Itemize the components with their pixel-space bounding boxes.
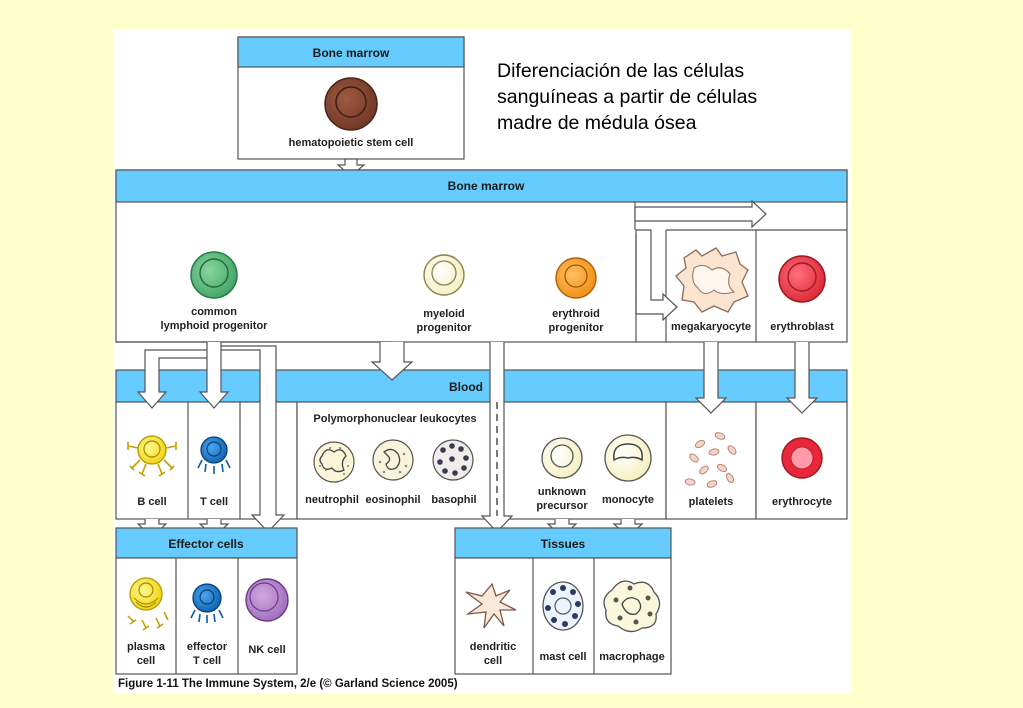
erythrocyte-label: erythrocyte [772,496,832,508]
arrow-to-erythrocyte [785,342,819,414]
arrow-to-erythroblast [634,199,767,229]
monocyte: monocyte [602,434,654,506]
stem-cell-label: hematopoietic stem cell [289,137,414,149]
unknown-label-1: unknown [538,486,587,498]
basophil: basophil [431,439,477,506]
eosinophil-label: eosinophil [366,494,421,506]
neutrophil: neutrophil [305,441,359,506]
effector-cells-header: Effector cells [168,537,244,551]
effector-t-cell-icon [192,583,222,613]
megakaryocyte: megakaryocyte [671,247,751,333]
platelets: platelets [684,432,737,508]
polymorphonuclear-label: Polymorphonuclear leukocytes [313,413,476,425]
bone-marrow-top-box: Bone marrow hematopoietic stem cell [237,36,465,160]
effector-cells-section: Effector cells [115,527,298,675]
lymphoid-progenitor: common lymphoid progenitor [161,251,269,332]
erythroblast-icon [778,255,826,303]
dendritic-label-2: cell [484,655,502,667]
dendritic-cell: dendritic cell [465,582,517,667]
monocyte-label: monocyte [602,494,654,506]
figure-panel: Bone marrow hematopoietic stem cell Bone… [113,30,852,693]
figure-caption: Figure 1-11 The Immune System, 2/e (© Ga… [118,678,458,690]
platelets-label: platelets [689,496,734,508]
nk-cell-icon [245,578,289,622]
megakaryocyte-label: megakaryocyte [671,321,751,333]
eosinophil: eosinophil [366,439,421,506]
myeloid-progenitor-icon [423,254,465,296]
neutrophil-label: neutrophil [305,494,359,506]
macrophage-label: macrophage [599,651,664,663]
unknown-precursor: unknown precursor [536,437,588,512]
erythroid-progenitor-icon [555,257,597,299]
bone-marrow-top-header: Bone marrow [313,46,390,60]
unknown-label-2: precursor [536,500,588,512]
plasma-label-1: plasma [127,641,166,653]
effector-t-label-2: T cell [193,655,221,667]
macrophage: macrophage [599,580,665,663]
nk-cell-label: NK cell [248,644,285,656]
nk-cell: NK cell [245,578,289,656]
t-cell-label: T cell [200,496,228,508]
basophil-label: basophil [431,494,476,506]
title-line-1: Diferenciación de las células [497,60,745,82]
tissues-header: Tissues [541,537,586,551]
lymphoid-progenitor-icon [190,251,238,299]
differentiation-diagram: Bone marrow hematopoietic stem cell Bone… [115,36,848,675]
dendritic-cell-icon [465,582,517,629]
t-cell-icon [200,436,228,464]
platelets-icon [684,432,737,488]
title-line-2: sanguíneas a partir de células [497,86,758,108]
b-cell: B cell [127,435,177,508]
myeloid-progenitor: myeloid progenitor [417,254,473,334]
stem-cell-icon [324,77,378,131]
effector-t-cell: effector T cell [187,583,228,667]
erythroblast-label: erythroblast [770,321,834,333]
arrow-to-megakaryocyte [635,229,678,322]
bone-marrow-header: Bone marrow [448,179,525,193]
arrow-lymphoid-to-tcell [198,342,230,409]
lymphoid-label-1: common [191,306,237,318]
blood-header: Blood [449,380,483,394]
myeloid-label-2: progenitor [417,322,473,334]
title-line-3: madre de médula ósea [497,112,697,134]
arrow-lymphoid-to-bcell [136,342,208,409]
lymphoid-label-2: lymphoid progenitor [161,320,269,332]
erythrocyte: erythrocyte [772,437,832,508]
mast-cell-label: mast cell [539,651,586,663]
eosinophil-icon [372,439,414,481]
t-cell: T cell [197,436,231,508]
unknown-precursor-icon [541,437,583,479]
effector-t-label-1: effector [187,641,228,653]
dendritic-label-1: dendritic [470,641,516,653]
plasma-cell: plasma cell [127,577,169,667]
mast-cell: mast cell [539,581,587,663]
b-cell-label: B cell [137,496,166,508]
erythroblast: erythroblast [770,255,834,333]
b-cell-icon [137,435,167,465]
erythroid-label-1: erythroid [552,308,600,320]
erythroid-progenitor: erythroid progenitor [549,257,605,334]
erythroid-label-2: progenitor [549,322,605,334]
arrow-myeloid-to-blood [370,342,414,381]
myeloid-label-1: myeloid [423,308,465,320]
slide-title: Diferenciación de las células sanguíneas… [497,58,757,136]
plasma-label-2: cell [137,655,155,667]
arrow-to-platelets [694,342,728,414]
